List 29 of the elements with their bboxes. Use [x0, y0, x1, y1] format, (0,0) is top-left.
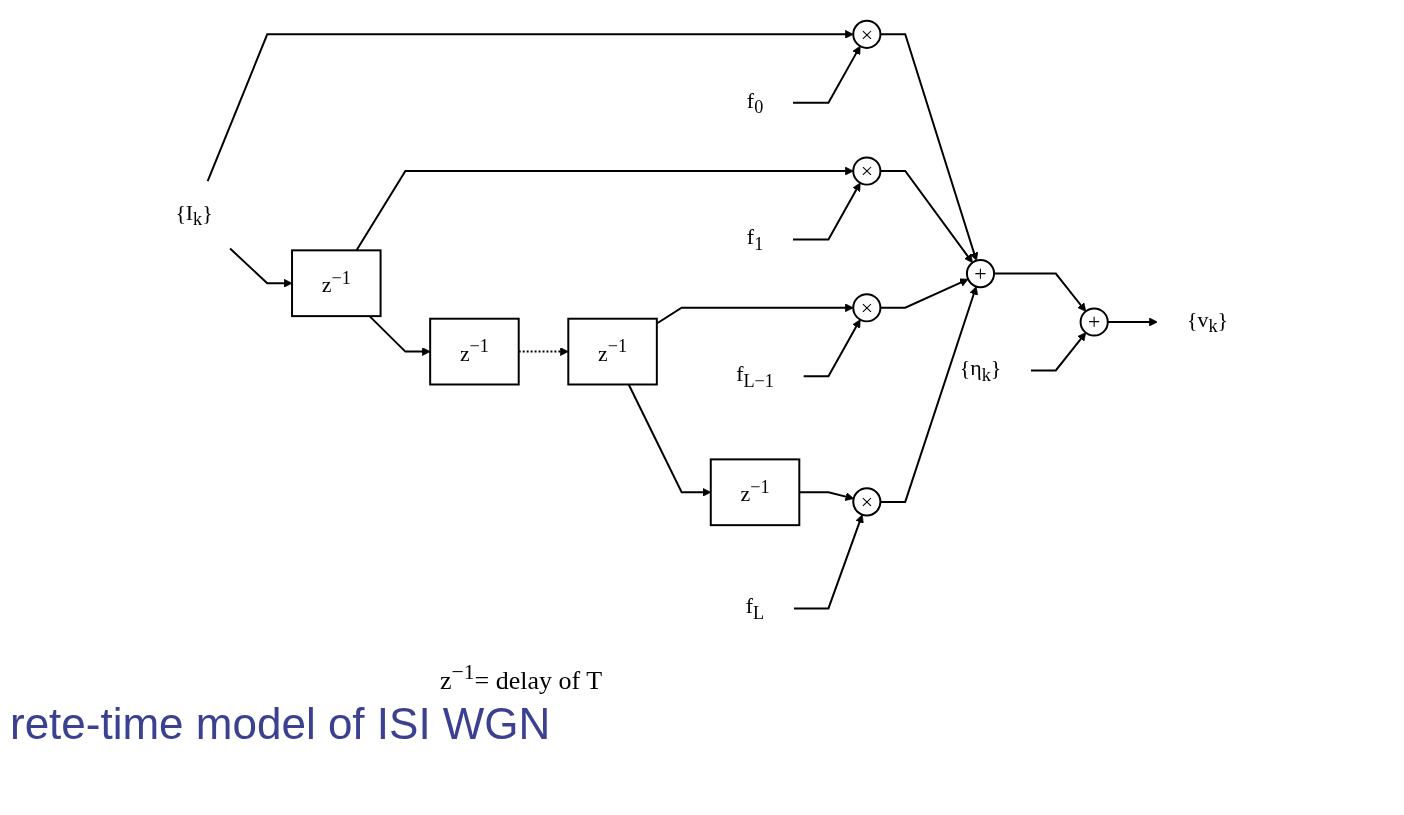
node-text: f$_{L−1}$	[736, 361, 775, 391]
node-circle: +	[966, 259, 996, 289]
arrow	[368, 315, 431, 356]
node-text: {I$_{k}$}	[175, 200, 213, 230]
node-box: z$^{−1}$	[291, 249, 382, 318]
node-circle: ×	[852, 487, 882, 517]
node-circle: ×	[852, 156, 882, 186]
node-text: f$_{L}$	[746, 593, 765, 623]
node-circle: ×	[852, 293, 882, 323]
node-text: f$_{0}$	[747, 87, 764, 117]
node-circle: ×	[852, 19, 882, 49]
node-text: {v$_{k}$}	[1187, 307, 1229, 337]
arrow	[792, 45, 861, 104]
node-box: z$^{−1}$	[567, 317, 659, 386]
arrow	[229, 247, 293, 288]
arrow	[206, 29, 854, 183]
node-text: f$_{1}$	[747, 224, 764, 254]
arrow	[1030, 332, 1087, 372]
arrow	[793, 514, 864, 610]
arrow	[355, 166, 854, 252]
arrow	[802, 319, 861, 378]
note-text: z$^{−1}$= delay of T	[440, 660, 603, 696]
arrow	[792, 182, 861, 241]
node-circle: +	[1079, 307, 1110, 337]
node-text: {η$_{k}$}	[960, 355, 1002, 385]
caption: rete-time model of ISI WGN	[10, 700, 552, 749]
node-box: z$^{−1}$	[429, 317, 520, 386]
arrow	[628, 383, 712, 497]
node-box: z$^{−1}$	[710, 458, 801, 527]
